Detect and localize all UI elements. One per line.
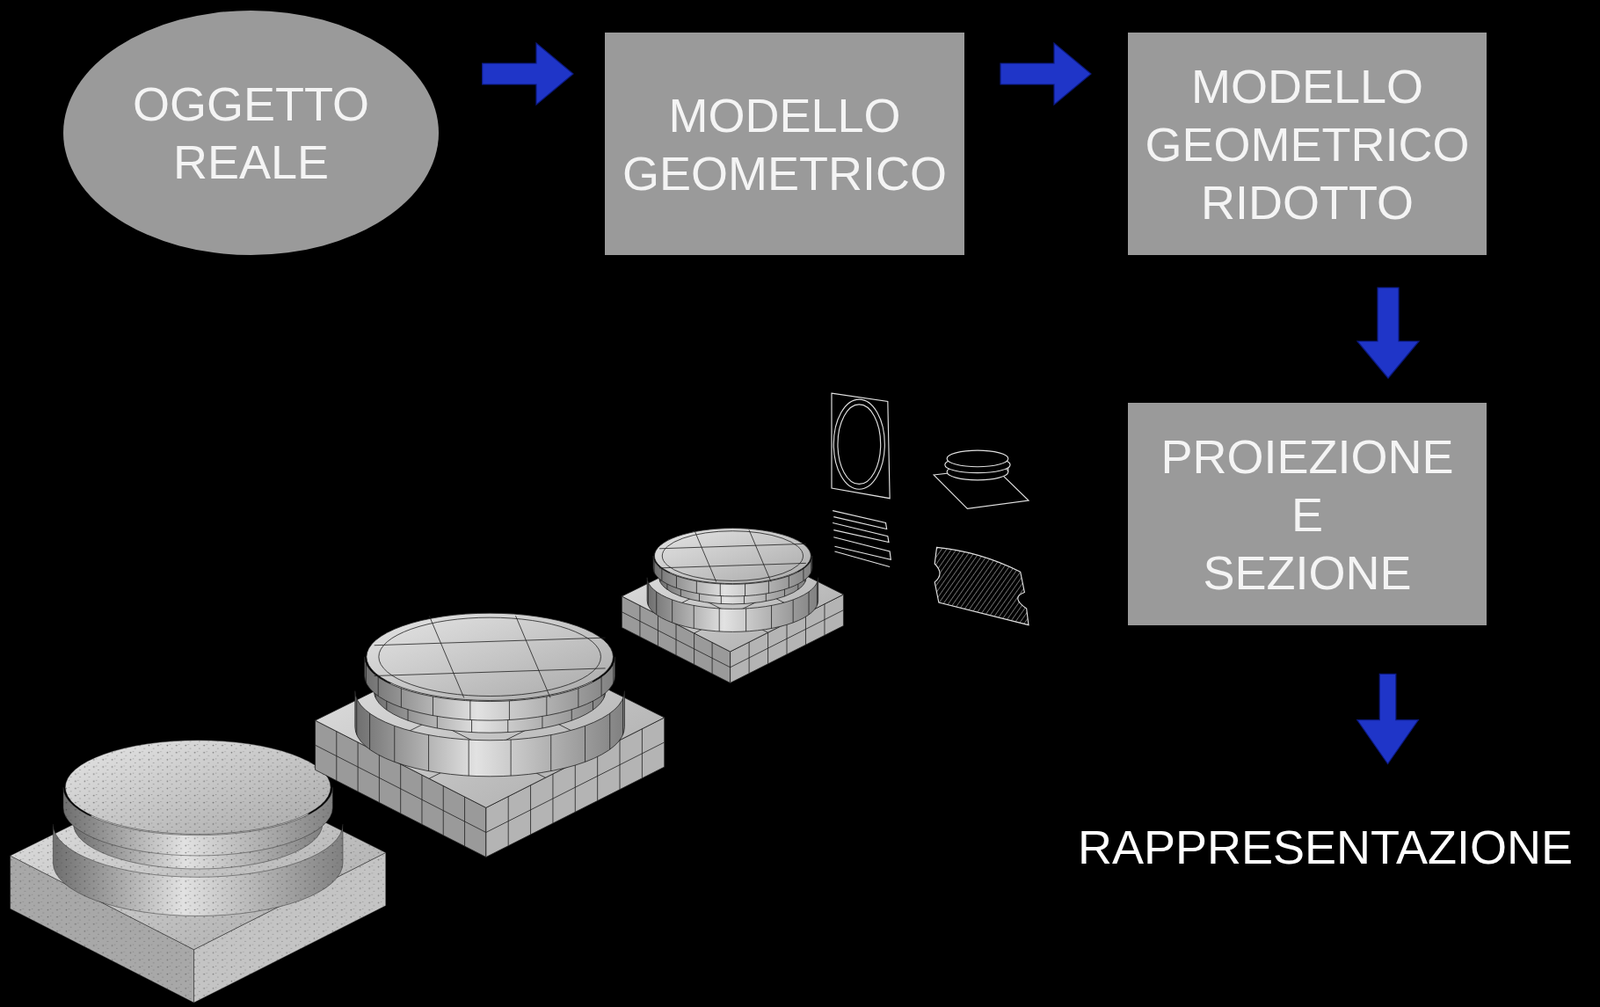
block-arrow (482, 43, 574, 105)
column-base (621, 528, 844, 684)
block-arrow (1357, 287, 1419, 379)
block-arrow (1000, 43, 1091, 105)
process-box: PROIEZIONE E SEZIONE (1127, 402, 1487, 626)
result-label: RAPPRESENTAZIONE (1077, 817, 1573, 876)
column-base (10, 740, 386, 1003)
down-arrow (1357, 673, 1419, 764)
process-box: MODELLO GEOMETRICO (604, 32, 965, 255)
ellipse-outline (63, 10, 439, 255)
column-base (315, 612, 665, 857)
process-box: MODELLO GEOMETRICO RIDOTTO (1127, 32, 1487, 255)
node-text: OGGETTO REALE (132, 74, 370, 191)
object-ellipse: OGGETTO REALE (63, 10, 439, 255)
node-text: MODELLO GEOMETRICO (622, 86, 947, 203)
node-text: MODELLO GEOMETRICO RIDOTTO (1144, 57, 1470, 232)
node-text: PROIEZIONE E SEZIONE (1160, 427, 1454, 602)
